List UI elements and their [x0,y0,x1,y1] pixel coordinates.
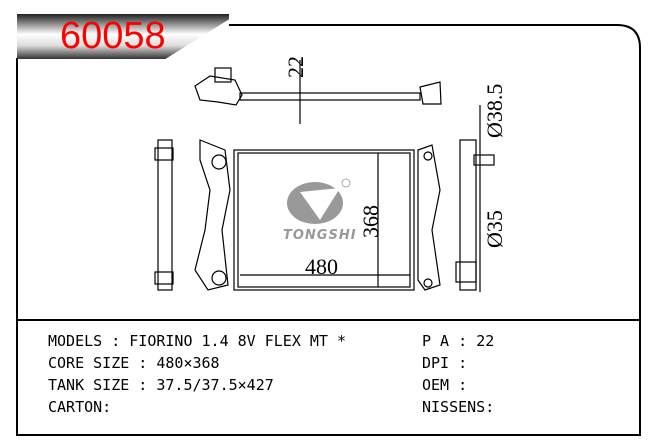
dimension-top-depth: 22 [283,56,308,78]
front-view [194,139,441,291]
dimension-outlet-diameter: Ø35 [482,210,507,248]
tongshi-logo [287,178,351,224]
dimension-height: 368 [358,205,383,238]
top-view [194,60,442,124]
spec-carton: CARTON: [48,398,111,416]
oem-label: OEM [422,376,450,394]
dimension-width: 480 [305,254,338,279]
models-value: FIORINO 1.4 8V FLEX MT * [129,332,347,350]
dpi-label: DPI [422,354,450,372]
spec-pa: P A : 22 [422,332,495,350]
tank-size-value: 37.5/37.5×427 [156,376,274,394]
models-label: MODELS [48,332,103,350]
dimension-inlet-diameter: Ø38.5 [482,83,507,138]
spec-tank-size: TANK SIZE : 37.5/37.5×427 [48,376,274,394]
nissens-label: NISSENS: [422,398,495,416]
tank-size-label: TANK SIZE [48,376,130,394]
spec-models: MODELS : FIORINO 1.4 8V FLEX MT * [48,332,347,350]
core-size-label: CORE SIZE [48,354,130,372]
carton-label: CARTON: [48,398,112,416]
pa-label: P A [422,332,450,350]
spec-core-size: CORE SIZE : 480×368 [48,354,220,372]
pa-value: 22 [476,332,495,350]
side-views [154,105,495,292]
spec-nissens: NISSENS: [422,398,494,416]
core-size-value: 480×368 [156,354,220,372]
logo-brand-text: TONGSHI [283,228,357,243]
spec-oem: OEM : [422,376,468,394]
part-number: 60058 [60,15,166,57]
spec-dpi: DPI : [422,354,468,372]
